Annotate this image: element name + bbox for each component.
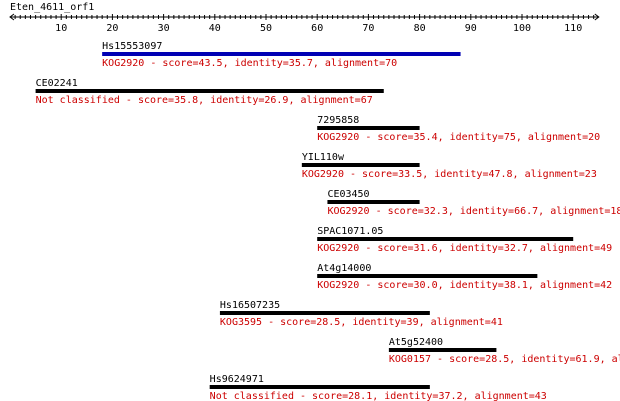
hit-annotation: KOG2920 - score=35.4, identity=75, align… xyxy=(317,132,600,143)
hit-bar[interactable] xyxy=(209,385,430,389)
hit-annotation: KOG2920 - score=32.3, identity=66.7, ali… xyxy=(327,206,620,217)
ruler-left-arrow-icon xyxy=(9,13,15,21)
ruler-tick-label: 20 xyxy=(106,23,118,34)
ruler-tick-label: 90 xyxy=(465,23,477,34)
hit-bar[interactable] xyxy=(317,126,420,130)
hit-name[interactable]: Hs15553097 xyxy=(102,41,162,52)
best-hit-bar[interactable] xyxy=(102,52,461,56)
hit-bar[interactable] xyxy=(327,200,420,204)
hit-name[interactable]: CE02241 xyxy=(36,78,78,89)
ruler-tick-label: 10 xyxy=(55,23,67,34)
hit-bar[interactable] xyxy=(35,89,384,93)
hit-annotation: KOG0157 - score=28.5, identity=61.9, al xyxy=(389,354,620,365)
ruler-tick-label: 30 xyxy=(158,23,170,34)
hit-name[interactable]: Hs9624971 xyxy=(210,374,264,385)
hit-name[interactable]: SPAC1071.05 xyxy=(317,226,383,237)
hit-name[interactable]: YIL110w xyxy=(302,152,345,163)
ruler-tick-label: 60 xyxy=(311,23,323,34)
ruler-tick-label: 40 xyxy=(209,23,221,34)
hit-annotation: KOG2920 - score=30.0, identity=38.1, ali… xyxy=(317,280,612,291)
hit-bar[interactable] xyxy=(388,348,497,352)
ruler-tick-label: 80 xyxy=(414,23,426,34)
hit-annotation: KOG2920 - score=31.6, identity=32.7, ali… xyxy=(317,243,612,254)
hit-name[interactable]: Hs16507235 xyxy=(220,300,280,311)
hit-bar[interactable] xyxy=(317,274,538,278)
hit-annotation: KOG2920 - score=33.5, identity=47.8, ali… xyxy=(302,169,597,180)
hit-annotation: Not classified - score=28.1, identity=37… xyxy=(210,391,547,401)
ruler-tick-label: 100 xyxy=(513,23,531,34)
ruler-tick-label: 50 xyxy=(260,23,272,34)
query-title: Eten_4611_orf1 xyxy=(10,2,94,13)
ruler-tick-label: 70 xyxy=(362,23,374,34)
hit-name[interactable]: At5g52400 xyxy=(389,337,443,348)
hit-bar[interactable] xyxy=(301,163,420,167)
hit-name[interactable]: At4g14000 xyxy=(317,263,371,274)
hit-annotation: Not classified - score=35.8, identity=26… xyxy=(36,95,373,106)
hit-bar[interactable] xyxy=(317,237,574,241)
hit-bar[interactable] xyxy=(219,311,430,315)
hit-name[interactable]: 7295858 xyxy=(317,115,359,126)
ruler-tick-label: 110 xyxy=(564,23,582,34)
hit-annotation: KOG2920 - score=43.5, identity=35.7, ali… xyxy=(102,58,397,69)
ruler-right-arrow-icon xyxy=(594,13,600,21)
hit-name[interactable]: CE03450 xyxy=(327,189,369,200)
position-ruler: 10 20 30 40 50 60 70 80 90 100 110 xyxy=(9,13,600,34)
hit-annotation: KOG3595 - score=28.5, identity=39, align… xyxy=(220,317,503,328)
